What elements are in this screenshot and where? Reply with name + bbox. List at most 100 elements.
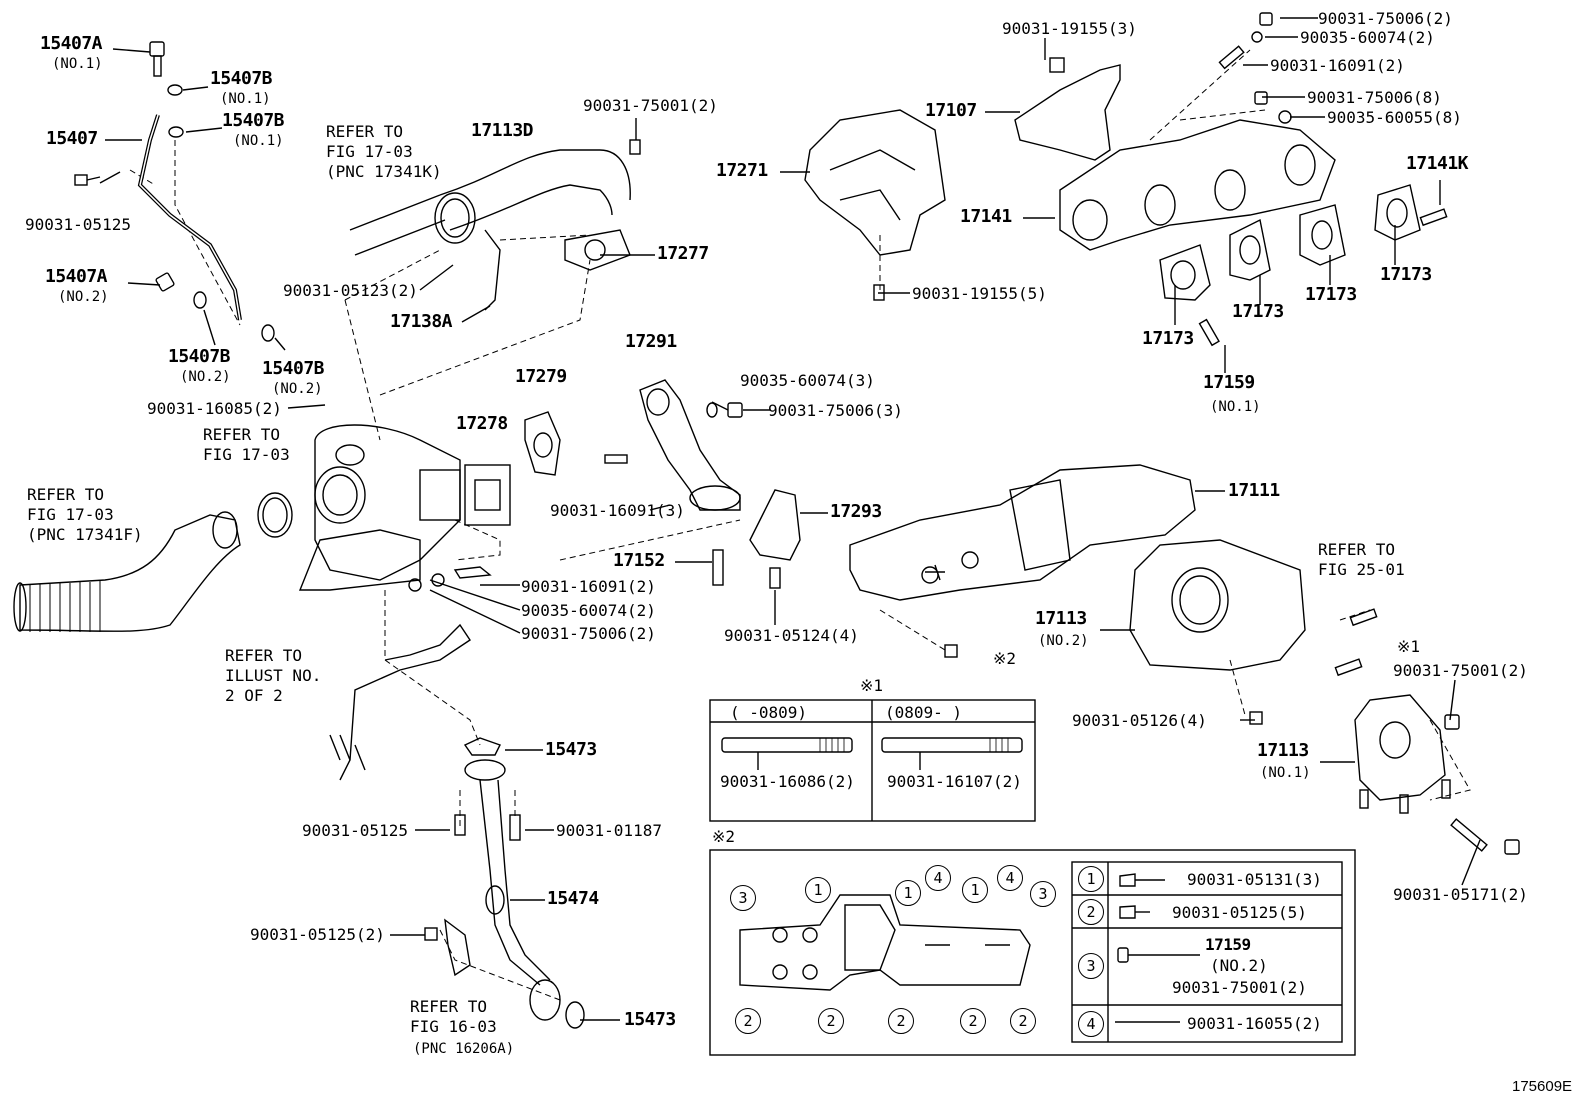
gasket-callout: 2 [888, 1008, 914, 1034]
ref-fig-25-01[interactable]: REFER TO FIG 25-01 [1318, 540, 1405, 579]
label-17113D[interactable]: 17113D [471, 120, 534, 141]
label-17141[interactable]: 17141 [960, 206, 1012, 227]
label-15407B-no2b[interactable]: 15407B [262, 358, 325, 379]
label-90031-75006-d[interactable]: 90031-75006(8) [1307, 88, 1442, 107]
label-15407B-no1a-sub: (NO.1) [220, 91, 271, 107]
label-17279[interactable]: 17279 [515, 366, 567, 387]
label-15407B-no2a-sub: (NO.2) [180, 369, 231, 385]
table2-row3-part[interactable]: 17159 [1205, 935, 1251, 954]
label-90035-60074-b[interactable]: 90035-60074(2) [521, 601, 656, 620]
label-90031-05125-b[interactable]: 90031-05125 [302, 821, 408, 840]
label-90031-16091-a[interactable]: 90031-16091(3) [550, 501, 685, 520]
label-17173-a[interactable]: 17173 [1142, 328, 1194, 349]
table1-col2-header: (0809- ) [885, 703, 963, 722]
label-17113-no2-sub: (NO.2) [1038, 633, 1089, 649]
table2-row1-num: 1 [1078, 866, 1104, 892]
label-90031-75001-a[interactable]: 90031-75001(2) [583, 96, 718, 115]
label-90035-60055[interactable]: 90035-60055(8) [1327, 108, 1462, 127]
label-15407B-no1a[interactable]: 15407B [210, 68, 273, 89]
table2-row3-sub: (NO.2) [1210, 956, 1268, 975]
table2-row3-part2[interactable]: 90031-75001(2) [1172, 978, 1307, 997]
label-15473-b[interactable]: 15473 [624, 1009, 676, 1030]
label-90031-16085[interactable]: 90031-16085(2) [147, 399, 282, 418]
label-17159-no1[interactable]: 17159 [1203, 372, 1255, 393]
label-15407[interactable]: 15407 [46, 128, 98, 149]
label-17111[interactable]: 17111 [1228, 480, 1280, 501]
label-17278[interactable]: 17278 [456, 413, 508, 434]
label-90031-19155-a[interactable]: 90031-19155(3) [1002, 19, 1137, 38]
label-15407A-no2[interactable]: 15407A [45, 266, 108, 287]
label-15473-a[interactable]: 15473 [545, 739, 597, 760]
gasket-callout: 1 [962, 877, 988, 903]
gasket-callout: 1 [895, 880, 921, 906]
table2-row1-part[interactable]: 90031-05131(3) [1187, 870, 1322, 889]
label-90031-75001-b[interactable]: 90031-75001(2) [1393, 661, 1528, 680]
gasket-callout: 3 [1030, 881, 1056, 907]
label-17152[interactable]: 17152 [613, 550, 665, 571]
table1-col1-header: ( -0809) [730, 703, 808, 722]
figure-code: 175609E [1512, 1078, 1573, 1095]
gasket-callout: 4 [997, 865, 1023, 891]
label-90031-05171[interactable]: 90031-05171(2) [1393, 885, 1528, 904]
mark-1-small: ※1 [1397, 637, 1421, 656]
label-15407B-no1b[interactable]: 15407B [222, 110, 285, 131]
label-90031-05126[interactable]: 90031-05126(4) [1072, 711, 1207, 730]
label-90031-75006-b[interactable]: 90031-75006(2) [521, 624, 656, 643]
label-90035-60074-a[interactable]: 90035-60074(3) [740, 371, 875, 390]
label-90031-05123[interactable]: 90031-05123(2) [283, 281, 418, 300]
label-17173-b[interactable]: 17173 [1232, 301, 1284, 322]
table2-row4-part[interactable]: 90031-16055(2) [1187, 1014, 1322, 1033]
mark-1: ※1 [860, 676, 884, 695]
ref-illust-2of2[interactable]: REFER TO ILLUST NO. 2 OF 2 [225, 646, 322, 705]
gasket-callout: 2 [1010, 1008, 1036, 1034]
label-17271[interactable]: 17271 [716, 160, 768, 181]
table2-row2-num: 2 [1078, 899, 1104, 925]
ref-fig-17-03-17341F[interactable]: REFER TO FIG 17-03 (PNC 17341F) [27, 485, 143, 544]
label-17141K[interactable]: 17141K [1406, 153, 1469, 174]
label-90031-05125-c[interactable]: 90031-05125(2) [250, 925, 385, 944]
label-17113-no1-sub: (NO.1) [1260, 765, 1311, 781]
label-15407B-no1b-sub: (NO.1) [233, 133, 284, 149]
label-17159-no1-sub: (NO.1) [1210, 399, 1261, 415]
label-90031-16091-b[interactable]: 90031-16091(2) [521, 577, 656, 596]
label-17173-d[interactable]: 17173 [1380, 264, 1432, 285]
ref-fig-17-03[interactable]: REFER TO FIG 17-03 [203, 425, 290, 464]
label-17107[interactable]: 17107 [925, 100, 977, 121]
table2-row4-num: 4 [1078, 1011, 1104, 1037]
label-17138A[interactable]: 17138A [390, 311, 453, 332]
ref-fig-16-03-pnc: (PNC 16206A) [413, 1041, 515, 1057]
table1-col1-part[interactable]: 90031-16086(2) [720, 772, 855, 791]
label-90031-75006-a[interactable]: 90031-75006(3) [768, 401, 903, 420]
label-15407A-no1-sub: (NO.1) [52, 56, 103, 72]
label-15407B-no2b-sub: (NO.2) [272, 381, 323, 397]
label-17173-c[interactable]: 17173 [1305, 284, 1357, 305]
label-90031-75006-c[interactable]: 90031-75006(2) [1318, 9, 1453, 28]
label-17113-no2[interactable]: 17113 [1035, 608, 1087, 629]
gasket-callout: 2 [960, 1008, 986, 1034]
gasket-callout: 2 [735, 1008, 761, 1034]
gasket-callout: 2 [818, 1008, 844, 1034]
label-90031-19155-b[interactable]: 90031-19155(5) [912, 284, 1047, 303]
label-15474[interactable]: 15474 [547, 888, 599, 909]
table2-row2-part[interactable]: 90031-05125(5) [1172, 903, 1307, 922]
ref-fig-17-03-17341K[interactable]: REFER TO FIG 17-03 (PNC 17341K) [326, 122, 442, 181]
gasket-callout: 3 [730, 885, 756, 911]
label-90031-05124[interactable]: 90031-05124(4) [724, 626, 859, 645]
mark-2-small: ※2 [993, 649, 1017, 668]
table1-col2-part[interactable]: 90031-16107(2) [887, 772, 1022, 791]
label-15407A-no1[interactable]: 15407A [40, 33, 103, 54]
label-90031-01187[interactable]: 90031-01187 [556, 821, 662, 840]
label-90031-05125-a[interactable]: 90031-05125 [25, 215, 131, 234]
label-15407B-no2a[interactable]: 15407B [168, 346, 231, 367]
label-90031-16091-c[interactable]: 90031-16091(2) [1270, 56, 1405, 75]
label-17277[interactable]: 17277 [657, 243, 709, 264]
label-17113-no1[interactable]: 17113 [1257, 740, 1309, 761]
label-90035-60074-c[interactable]: 90035-60074(2) [1300, 28, 1435, 47]
gasket-callout: 1 [805, 877, 831, 903]
table2-row3-num: 3 [1078, 953, 1104, 979]
ref-fig-16-03[interactable]: REFER TO FIG 16-03 [410, 997, 497, 1036]
label-17291[interactable]: 17291 [625, 331, 677, 352]
label-17293[interactable]: 17293 [830, 501, 882, 522]
